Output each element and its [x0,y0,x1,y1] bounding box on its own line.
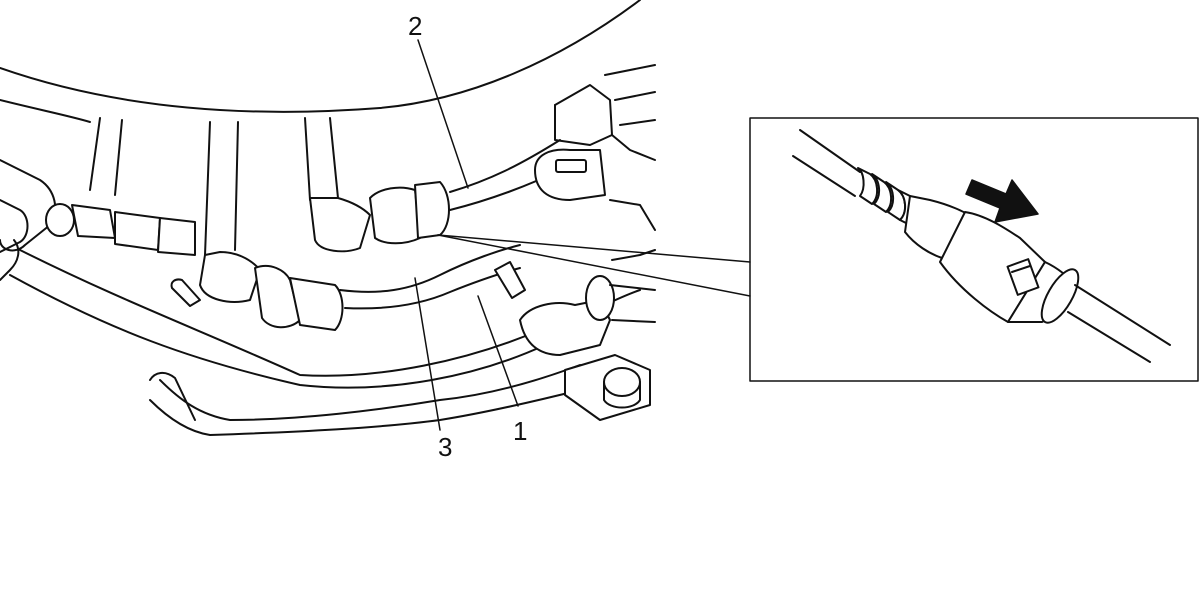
hose-to-right-a [449,139,561,193]
leader-3 [414,277,441,431]
clip-slot [555,159,587,173]
lower-tube-lower-edge [9,274,546,389]
lower-hose-end [149,372,196,421]
right-bracket-3 [604,64,656,76]
left-connector-2 [114,211,161,251]
hose-pipe-3b [344,267,521,310]
left-tube-end [0,239,20,281]
arrow-icon [965,179,1039,223]
lower-clamp-tube [609,284,656,323]
right-bracket-4 [614,91,656,101]
leader-2 [417,39,469,189]
detail-pointer-upper [437,234,751,263]
lower-tube-2-edge-b [149,389,581,436]
right-bracket-2 [554,104,613,146]
hose-stub [494,261,526,299]
left-connector-end [45,203,75,237]
body-panel-outline-2 [0,99,91,123]
detail-pipe-out-bottom [1067,311,1151,363]
lower-tube-2-edge [159,364,581,421]
bolt-shank [603,381,641,409]
detail-pointer-lower [437,234,751,297]
clip [534,148,606,201]
right-bracket [554,84,656,161]
left-connector-3 [157,217,196,256]
callout-label-3: 3 [438,432,452,462]
leader-1 [477,295,519,407]
detail-collar-ring [1040,268,1080,324]
detail-release-tab [1006,258,1040,296]
hose-stub-2 [170,278,201,307]
right-elbow [309,197,371,253]
middle-connector-2 [289,277,344,331]
detail-pipe-out-top [1074,284,1171,346]
hose-mid-b [234,121,239,251]
hose-right-a [304,117,311,201]
middle-elbow [199,251,261,303]
detail-box [749,117,1199,382]
detail-pipe-top [799,129,861,173]
main-assembly: 2 3 1 [0,0,751,462]
right-connector-2 [414,181,450,239]
callout-label-1: 1 [513,416,527,446]
hose-mid-a [204,121,211,256]
detail-inset [749,117,1199,382]
hose-right-b [329,117,339,199]
hose-pipe-3a [339,244,521,293]
callout-label-2: 2 [408,11,422,41]
lower-clamp-ring [585,275,615,321]
hose-left-b [114,119,123,196]
detail-tab-notch [1011,265,1031,273]
right-connector [369,186,421,245]
hose-left-a [89,117,101,191]
right-housing [609,199,656,261]
left-connector [71,204,116,239]
body-panel-outline [0,0,641,113]
left-bracket-inner [0,199,29,253]
right-bracket-5 [619,119,656,126]
bolt-head [603,367,641,397]
detail-pipe-bottom [792,155,856,197]
